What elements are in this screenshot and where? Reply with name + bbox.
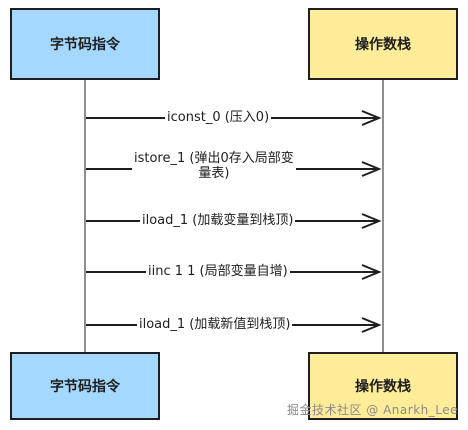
watermark: 掘金技术社区 @ Anarkh_Lee: [286, 403, 458, 417]
left-participant-label: 字节码指令: [50, 37, 120, 53]
right-participant-bottom: 操作数栈: [308, 352, 458, 420]
message-label-5: iload_1 (加载新值到栈顶): [137, 317, 293, 332]
right-participant-label: 操作数栈: [355, 37, 411, 53]
message-label-3: iload_1 (加载变量到栈顶): [140, 213, 296, 228]
message-label-1: iconst_0 (压入0): [165, 110, 272, 125]
message-label-2-line-1: istore_1 (弹出0存入局部变: [134, 151, 294, 166]
message-label-2-line-2: 量表): [198, 166, 230, 181]
right-participant-top: 操作数栈: [308, 8, 458, 80]
message-label-4: iinc 1 1 (局部变量自增): [146, 264, 290, 279]
left-participant-label: 字节码指令: [50, 379, 120, 395]
left-participant-bottom: 字节码指令: [10, 352, 160, 420]
left-participant-top: 字节码指令: [10, 8, 160, 80]
right-participant-label: 操作数栈: [355, 379, 411, 395]
message-label-2: istore_1 (弹出0存入局部变 量表): [132, 151, 296, 181]
